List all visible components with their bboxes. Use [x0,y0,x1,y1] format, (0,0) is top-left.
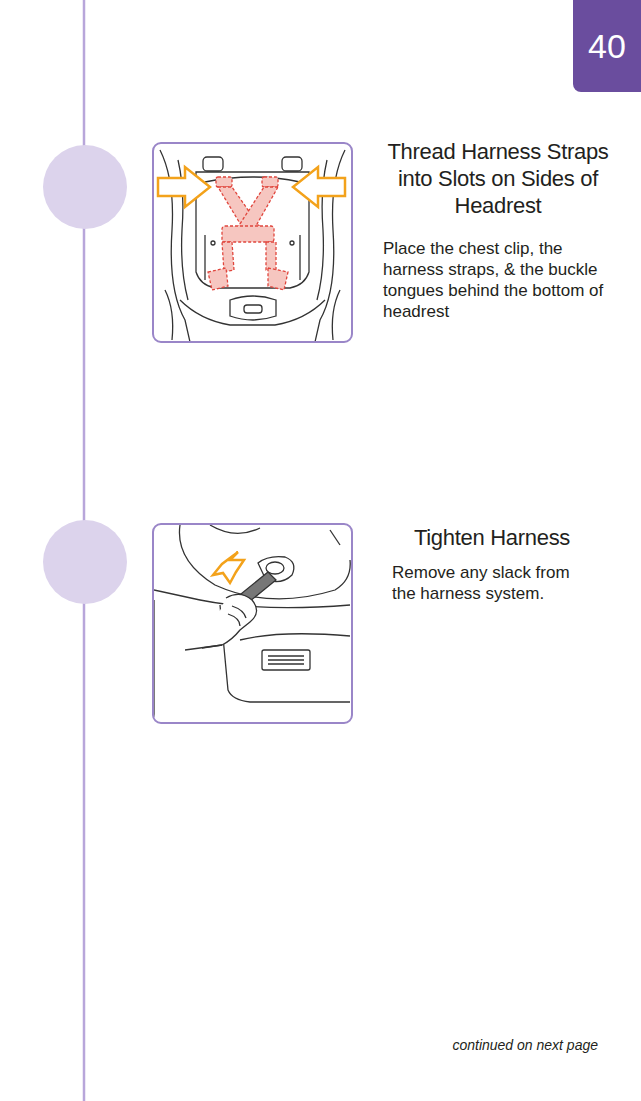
tighten-illustration [154,525,350,722]
page-number-tab: 40 [573,0,641,92]
step-circle [43,520,127,604]
step-heading: Thread Harness Straps into Slots on Side… [376,138,620,219]
step-heading: Tighten Harness [376,524,608,551]
step-instruction: Remove any slack from the harness system… [392,562,592,604]
headrest-illustration [158,150,345,341]
illustration-frame [153,524,352,723]
step-circle [43,145,127,229]
step-instruction: Place the chest clip, the harness straps… [383,238,609,322]
page-number: 40 [588,29,626,63]
illustration-frame [153,143,352,342]
continuation-note: continued on next page [380,1037,598,1053]
